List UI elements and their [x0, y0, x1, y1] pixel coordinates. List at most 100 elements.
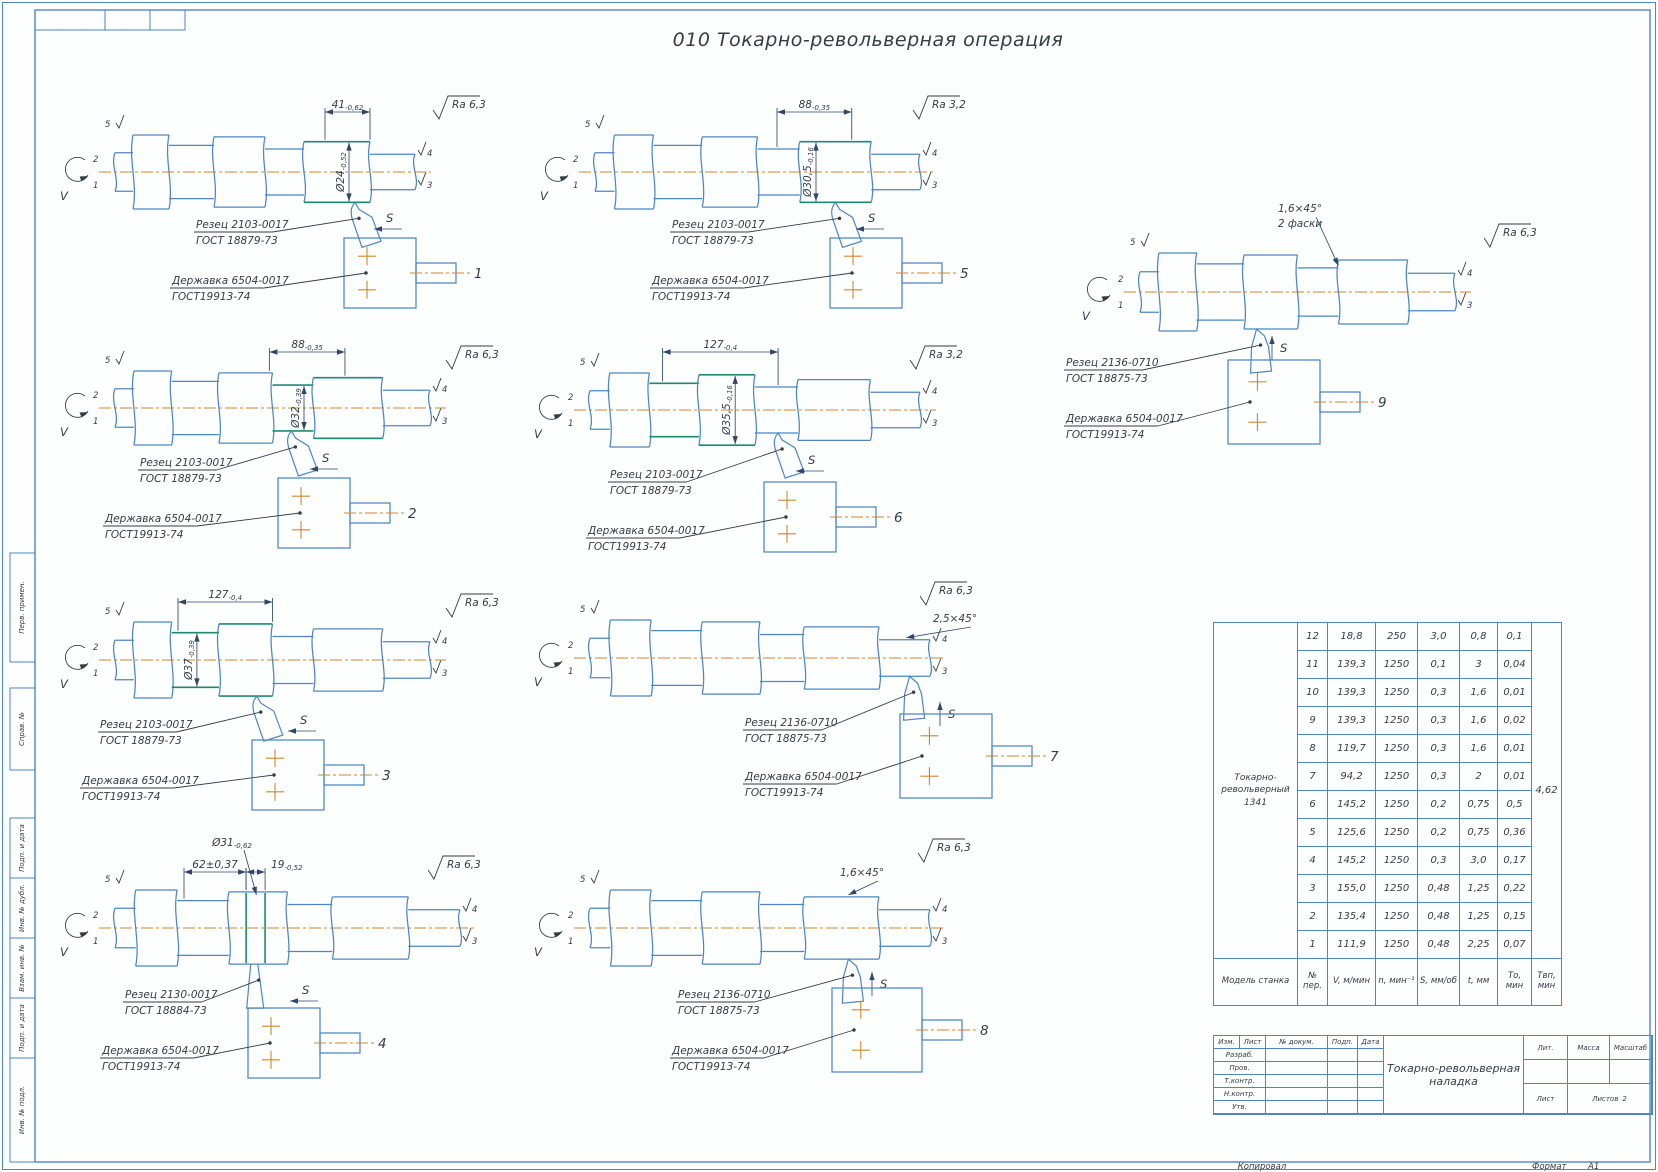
position-number: 9 — [1378, 395, 1387, 411]
label-line2: ГОСТ 18875-73 — [678, 1005, 760, 1017]
label-leader — [176, 711, 261, 733]
arrowhead — [813, 193, 819, 202]
table-cell: 10 — [1297, 678, 1328, 707]
surface-num: 1 — [93, 417, 98, 427]
feed-label: S — [300, 713, 307, 727]
ra-value: Ra 6,3 — [465, 349, 499, 361]
table-cell: 94,2 — [1327, 762, 1376, 791]
table-cell: 0,22 — [1497, 874, 1532, 903]
sidebar-label: Взам. инв. № — [18, 944, 26, 992]
table-header: t, мм — [1459, 958, 1498, 1006]
tb-empty — [1328, 1088, 1358, 1101]
roughness-tick — [922, 171, 932, 187]
shaft-break-line — [226, 891, 231, 965]
label-leader — [196, 512, 301, 527]
label-line1: Резец 2103-0017 — [140, 457, 233, 469]
roughness-mark — [445, 593, 493, 618]
sidebar-box — [9, 552, 36, 663]
shaft-break-line — [752, 374, 758, 446]
position-number: 6 — [894, 510, 903, 526]
roughness-tick — [922, 379, 932, 395]
arrowhead — [194, 678, 200, 687]
dim-tolerance: -0,35 — [305, 344, 324, 352]
tb-empty — [1358, 1062, 1384, 1075]
sidebar-label: Перв. примен. — [18, 581, 26, 634]
table-cell: 0,1 — [1417, 650, 1460, 679]
scale-label: Масштаб — [1610, 1036, 1652, 1060]
arrowhead — [288, 728, 296, 734]
dia-tolerance: -0,52 — [340, 152, 348, 171]
ra-value: Ra 3,2 — [932, 99, 966, 111]
speed-label: V — [60, 189, 69, 203]
tool-holder — [277, 477, 351, 549]
roughness-tick — [115, 869, 125, 885]
tb-row-label-1: Пров. — [1214, 1062, 1266, 1075]
shaft-break-line — [802, 626, 807, 690]
dia-tolerance: -0,39 — [295, 388, 303, 407]
label-line2: ГОСТ19913-74 — [1066, 429, 1144, 441]
arrowhead — [269, 349, 278, 355]
surface-num: 3 — [472, 937, 477, 947]
table-cell: 0,3 — [1417, 762, 1460, 791]
arrowhead — [843, 109, 852, 115]
arrowhead — [79, 176, 88, 182]
label-line2: ГОСТ19913-74 — [172, 291, 250, 303]
table-cell: 155,0 — [1327, 874, 1376, 903]
roughness-tick — [922, 141, 932, 157]
table-cell: 0,8 — [1459, 622, 1498, 651]
shaft-break-line — [406, 896, 411, 960]
shaft-break-line — [612, 134, 617, 210]
roughness-mark — [427, 855, 475, 880]
sidebar-box — [9, 687, 36, 771]
arrowhead — [732, 375, 738, 384]
cutter-tool — [841, 958, 865, 1004]
arrowhead — [194, 633, 200, 642]
leader-dot — [784, 515, 788, 519]
label-line1: Резец 2103-0017 — [610, 469, 703, 481]
surface-num: 4 — [942, 905, 947, 915]
surface-num: 4 — [932, 387, 937, 397]
footer-copied: Копировал — [1238, 1162, 1287, 1172]
arrowhead — [374, 226, 382, 232]
shaft-break-line — [592, 152, 598, 192]
roughness-tick — [590, 869, 600, 885]
label-line1: Державка 6504-0017 — [101, 1045, 219, 1057]
roughness-mark — [912, 95, 960, 120]
shaft-break-line — [757, 891, 763, 965]
arrowhead — [559, 176, 568, 182]
table-cell: 0,3 — [1417, 846, 1460, 875]
roughness-tick — [115, 601, 125, 617]
surface-num: 3 — [442, 417, 447, 427]
label-line2: ГОСТ19913-74 — [652, 291, 730, 303]
table-cell: 3,0 — [1417, 622, 1460, 651]
table-cell: 135,4 — [1327, 902, 1376, 931]
table-cell: 0,48 — [1417, 930, 1460, 959]
chamfer-text: 1,6×45° — [840, 867, 884, 879]
shaft-break-line — [311, 628, 316, 692]
table-cell: 5 — [1297, 818, 1328, 847]
ra-value: Ra 6,3 — [465, 597, 499, 609]
shaft-break-line — [608, 619, 613, 697]
leader-dot — [1258, 343, 1263, 347]
shaft-break-line — [797, 141, 802, 203]
sidebar-label: Справ. № — [18, 712, 26, 746]
leader-line — [906, 626, 972, 639]
arrowhead — [856, 226, 864, 232]
label-line2: ГОСТ 18884-73 — [125, 1005, 207, 1017]
dim-value: 127 — [703, 339, 723, 351]
arrowhead — [346, 193, 352, 202]
dim-value: 19 — [271, 859, 285, 871]
roughness-tick — [590, 599, 600, 615]
label-leader — [1157, 401, 1251, 427]
shaft-end — [457, 909, 463, 947]
arrowhead — [325, 109, 333, 115]
table-cell: 0,1 — [1497, 622, 1532, 651]
dia-tolerance: -0,16 — [807, 147, 815, 166]
chamfer-note: 2 фаски — [1278, 218, 1323, 230]
table-cell: 2 — [1297, 902, 1328, 931]
label-line1: Державка 6504-0017 — [81, 775, 199, 787]
